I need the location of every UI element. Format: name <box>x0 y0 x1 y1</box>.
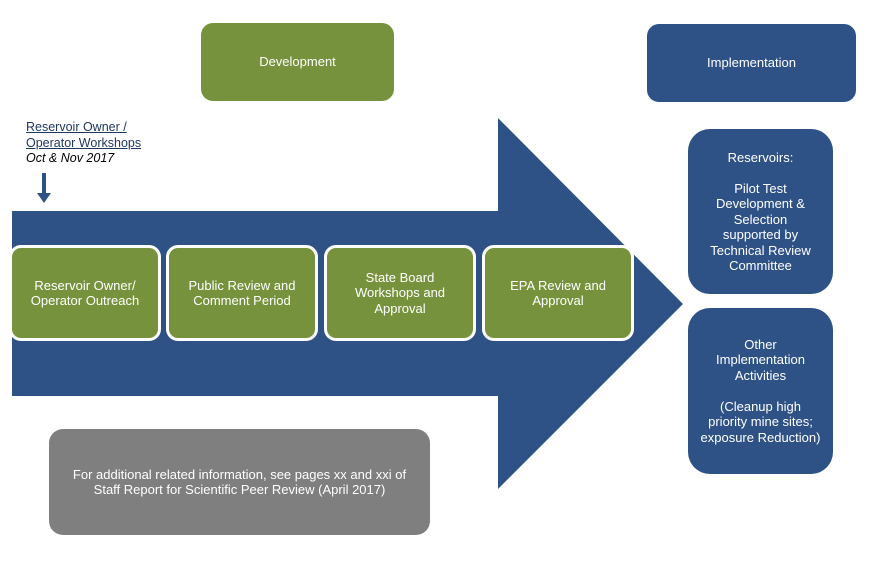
step-reservoir-owner-outreach: Reservoir Owner/ Operator Outreach <box>9 245 161 341</box>
workshop-callout: Reservoir Owner / Operator Workshops Oct… <box>26 120 141 167</box>
implementation-other-activities-box: Other Implementation Activities (Cleanup… <box>688 308 833 474</box>
implementation-phase-label: Implementation <box>647 24 856 102</box>
down-arrow-icon <box>37 173 51 203</box>
implementation-reservoirs-box: Reservoirs: Pilot Test Development & Sel… <box>688 129 833 294</box>
step-public-review: Public Review and Comment Period <box>166 245 318 341</box>
step-epa-review: EPA Review and Approval <box>482 245 634 341</box>
additional-info-note: For additional related information, see … <box>49 429 430 535</box>
workshop-date: Oct & Nov 2017 <box>26 151 115 165</box>
workshop-link[interactable]: Reservoir Owner / Operator Workshops <box>26 120 142 150</box>
development-phase-label: Development <box>201 23 394 101</box>
step-state-board-workshops: State Board Workshops and Approval <box>324 245 476 341</box>
